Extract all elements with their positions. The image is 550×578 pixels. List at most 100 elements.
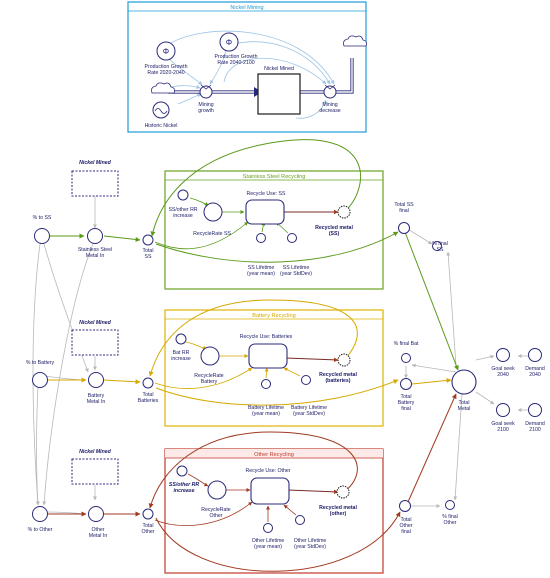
demand-2100-node[interactable]: [528, 403, 542, 417]
other-nickel-mined-ghost[interactable]: [71, 458, 119, 485]
other-recycled-metal-label: Recycled metal(other): [319, 505, 357, 517]
total-other-node[interactable]: [142, 508, 154, 520]
total-other-final-node[interactable]: [399, 500, 411, 512]
ss-nickel-mined-ghost[interactable]: [71, 170, 119, 197]
bat-rr-increase-node[interactable]: [175, 333, 187, 345]
battery-recycle-use-label: Recycle Use: Batteries: [240, 334, 293, 340]
battery-metal-in-node[interactable]: [88, 372, 104, 388]
mining-growth-valve[interactable]: [199, 84, 213, 99]
other-rr-increase-node[interactable]: [176, 465, 188, 477]
other-ghost-label: Nickel Mined: [79, 449, 112, 455]
ss-rr-increase-node[interactable]: [177, 189, 189, 201]
battery-lifetime-mean-node[interactable]: [261, 379, 271, 389]
ss-lifetime-mean-label: SS Lifetime(year mean): [247, 265, 275, 277]
pct-to-battery-node[interactable]: [32, 372, 48, 388]
other-recycle-rate-node[interactable]: [207, 480, 227, 500]
battery-recycling-title: Battery Recycling: [252, 313, 296, 319]
goal-seek-2040-node[interactable]: [496, 348, 510, 362]
other-lifetime-mean-node[interactable]: [263, 523, 273, 533]
nickel-mined-stock[interactable]: [257, 73, 301, 115]
other-recycle-use-label: Recycle Use: Other: [246, 468, 291, 474]
battery-recycle-rate-node[interactable]: [200, 346, 220, 366]
pct-to-battery-label: % to Battery: [26, 360, 55, 366]
other-lifetime-mean-label: Other Lifetime(year mean): [252, 538, 285, 550]
other-recycled-metal-node[interactable]: [336, 485, 350, 499]
other-recycle-use-stock[interactable]: [250, 477, 290, 505]
ss-recycling-frame: [164, 170, 384, 290]
distribution-links: [32, 196, 528, 515]
battery-nickel-mined-ghost[interactable]: [71, 329, 119, 356]
pct-to-other-node[interactable]: [32, 506, 48, 522]
battery-recycled-metal-label: Recycled metal(batteries): [319, 372, 357, 384]
total-battery-final-node[interactable]: [400, 378, 412, 390]
battery-lifetime-sd-label: Battery Lifetime(year StdDev): [291, 405, 327, 417]
total-ss-node[interactable]: [142, 234, 154, 246]
ss-ghost-label: Nickel Mined: [79, 160, 112, 166]
pct-final-bat-label: % final Bat: [394, 341, 419, 347]
ss-recycled-metal-node[interactable]: [337, 205, 351, 219]
other-recycling-title: Other Recycling: [254, 452, 294, 458]
production-growth-2020-2040-node[interactable]: Φ: [156, 41, 176, 61]
pct-final-other-node[interactable]: [445, 500, 455, 510]
ss-recycle-use-stock[interactable]: [245, 199, 285, 225]
pct-final-ss-node[interactable]: [432, 241, 442, 251]
battery-ghost-label: Nickel Mined: [79, 320, 112, 326]
battery-lifetime-sd-node[interactable]: [301, 375, 311, 385]
pct-final-bat-node[interactable]: [401, 353, 411, 363]
ss-lifetime-mean-node[interactable]: [256, 233, 266, 243]
other-recycling-frame: [164, 448, 384, 574]
pct-to-other-label: % to Other: [28, 527, 53, 533]
ss-recycle-rate-node[interactable]: [203, 202, 223, 222]
total-metal-node[interactable]: [451, 369, 477, 395]
total-batteries-node[interactable]: [142, 377, 154, 389]
pct-to-ss-node[interactable]: [34, 228, 50, 244]
phi-icon: Φ: [226, 38, 232, 47]
ss-lifetime-sd-label: SS Lifetime(year StdDev): [280, 265, 312, 277]
ss-lifetime-sd-node[interactable]: [287, 233, 297, 243]
historic-nickel-node[interactable]: [152, 101, 170, 119]
other-lifetime-sd-node[interactable]: [295, 515, 305, 525]
pct-to-ss-label: % to SS: [33, 215, 52, 221]
goal-seek-2100-node[interactable]: [496, 403, 510, 417]
other-metal-in-node[interactable]: [88, 506, 104, 522]
battery-lifetime-mean-label: Battery Lifetime(year mean): [248, 405, 284, 417]
battery-recycle-use-stock[interactable]: [248, 343, 288, 369]
battery-row: Nickel Mined Battery Recycling % to Batt…: [26, 299, 452, 427]
mining-decrease-valve[interactable]: [323, 84, 337, 99]
phi-icon: Φ: [163, 47, 169, 56]
nickel-mined-label: Nickel Mined: [264, 66, 294, 72]
other-lifetime-sd-label: Other Lifetime(year StdDev): [294, 538, 327, 550]
ss-recycle-rate-label: RecycleRate SS: [193, 231, 231, 237]
ss-metal-in-node[interactable]: [87, 228, 103, 244]
sink-cloud-icon: [343, 35, 367, 47]
production-growth-2040-2100-node[interactable]: Φ: [219, 32, 239, 52]
ss-recycled-metal-label: Recycled metal(SS): [315, 225, 353, 237]
total-ss-final-node[interactable]: [398, 222, 410, 234]
demand-2040-node[interactable]: [528, 348, 542, 362]
battery-recycled-metal-node[interactable]: [337, 353, 351, 367]
ss-recycling-title: Stainless Steel Recycling: [243, 174, 306, 180]
